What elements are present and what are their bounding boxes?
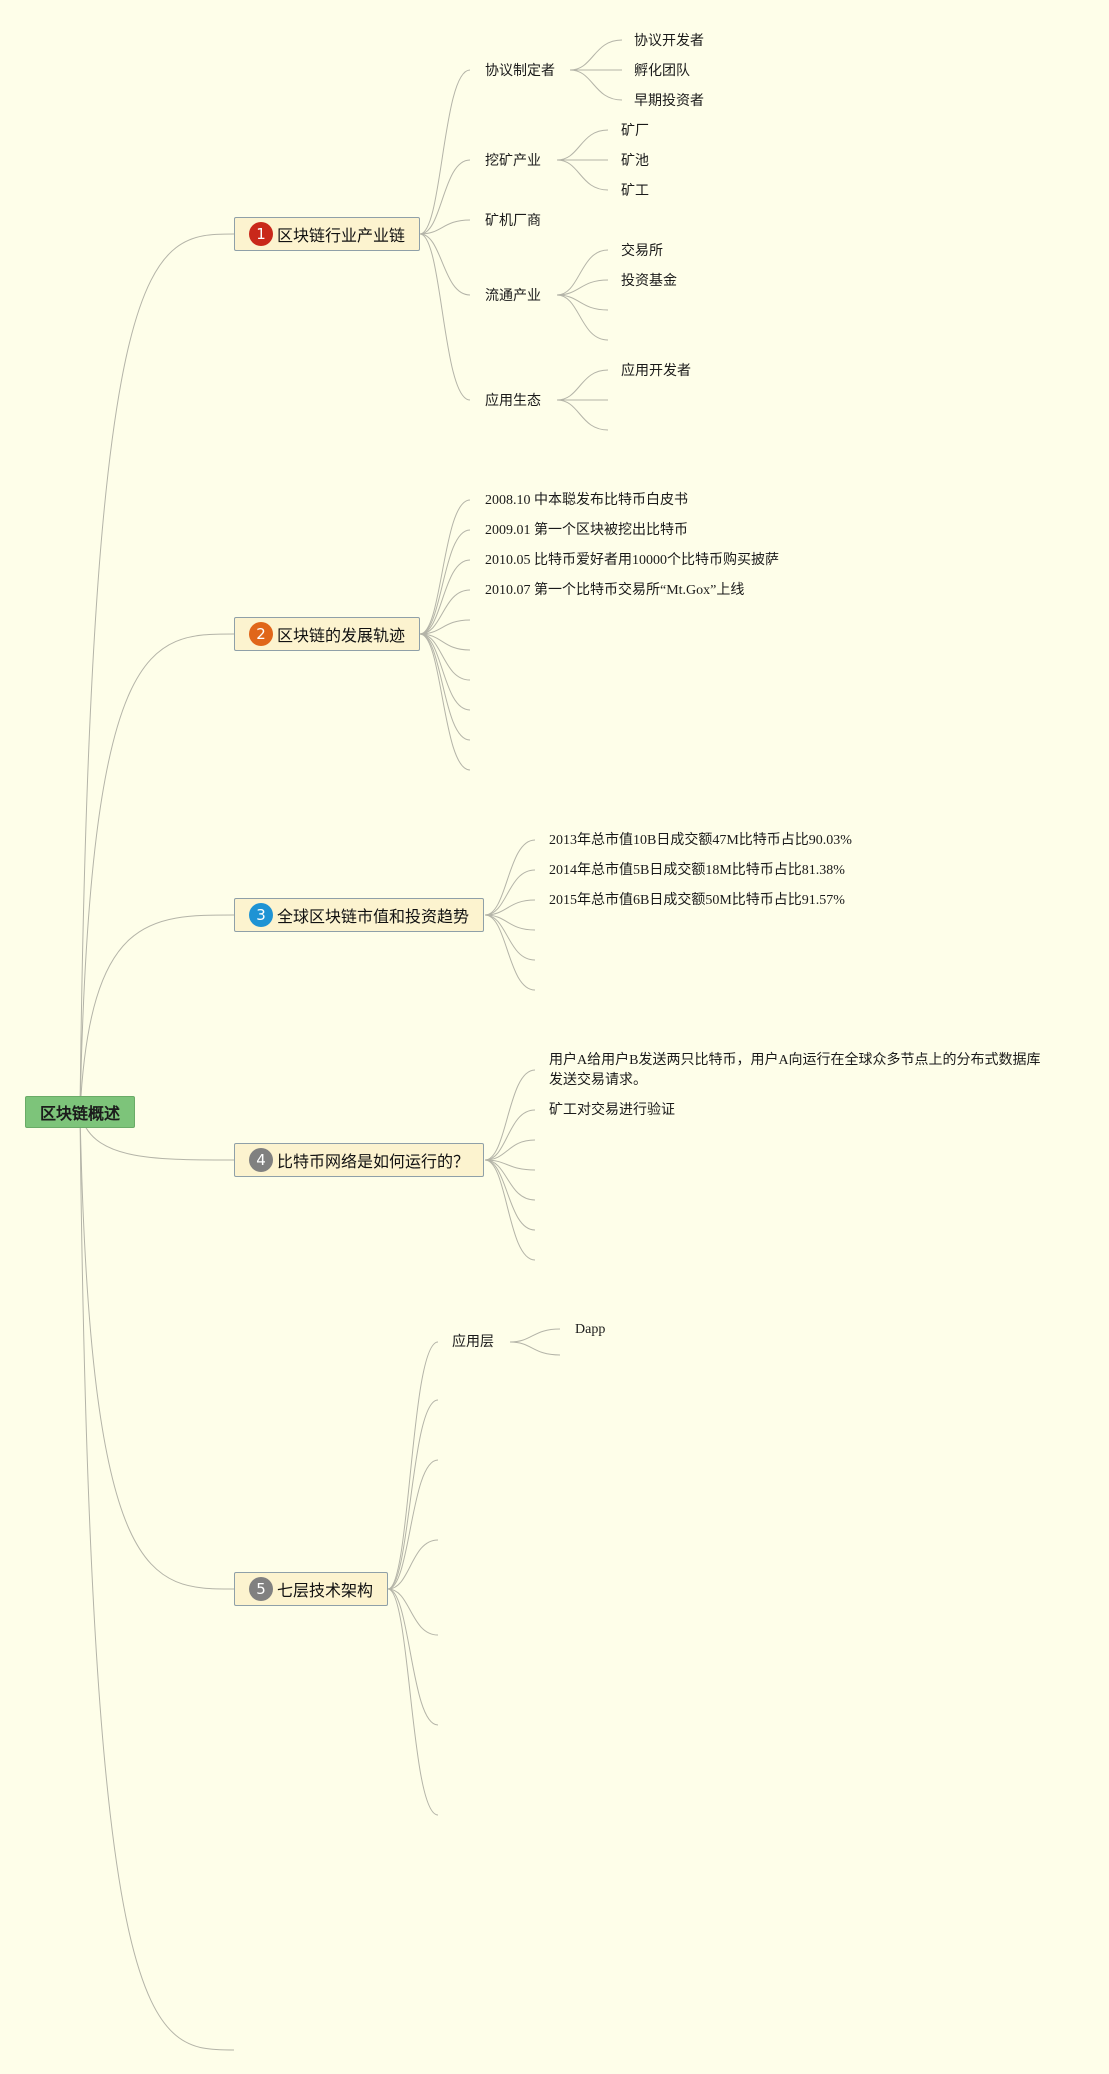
connector-line xyxy=(484,869,536,916)
subtopic-miner[interactable]: 矿工 xyxy=(621,183,649,199)
connector-line xyxy=(484,1159,536,1201)
priority-5-marker-icon: 5 xyxy=(249,1577,273,1601)
priority-1-marker-icon: 1 xyxy=(249,222,273,246)
subtopic-protocol-makers[interactable]: 协议制定者 xyxy=(485,63,555,79)
branch-topic-2[interactable]: 2 区块链的发展轨迹 xyxy=(234,617,421,651)
connector-line xyxy=(419,633,471,771)
connector-line xyxy=(387,1341,439,1590)
bitcoin-network-step[interactable]: 用户A给用户B发送两只比特币，用户A向运行在全球众多节点上的分布式数据库发送交易… xyxy=(549,1053,1041,1088)
connector-line xyxy=(387,1588,439,1726)
connector-line xyxy=(419,589,471,635)
timeline-item[interactable]: 2010.05 比特币爱好者用10000个比特币购买披萨 xyxy=(485,553,779,568)
connector-line xyxy=(484,1159,536,1261)
connector-line xyxy=(556,279,609,296)
root-topic[interactable]: 区块链概述 xyxy=(25,1096,135,1128)
connector-line xyxy=(419,559,471,635)
connector-line xyxy=(484,839,536,916)
connector-line xyxy=(509,1328,561,1343)
timeline-item[interactable]: 2010.07 第一个比特币交易所“Mt.Gox”上线 xyxy=(485,583,745,598)
connector-line xyxy=(556,399,609,431)
connector-line xyxy=(556,294,609,311)
connector-line xyxy=(569,39,623,71)
connector-line xyxy=(79,1111,235,2051)
subtopic-early-investors[interactable]: 早期投资者 xyxy=(634,93,704,109)
connector-line xyxy=(387,1459,439,1590)
subtopic-circulation-industry[interactable]: 流通产业 xyxy=(485,288,541,304)
subtopic-app-ecosystem[interactable]: 应用生态 xyxy=(485,393,541,409)
connector-line xyxy=(419,219,471,235)
connector-line xyxy=(419,633,471,711)
connector-line xyxy=(387,1588,439,1816)
subtopic-mining-pool[interactable]: 矿池 xyxy=(621,153,649,169)
subtopic-protocol-developers[interactable]: 协议开发者 xyxy=(634,33,704,49)
connector-line xyxy=(484,1109,536,1161)
priority-2-marker-icon: 2 xyxy=(249,622,273,646)
connector-line xyxy=(387,1539,439,1590)
subtopic-dapp[interactable]: Dapp xyxy=(575,1322,606,1337)
subtopic-mining-farm[interactable]: 矿厂 xyxy=(621,123,649,139)
connector-line xyxy=(419,633,471,651)
branch-topic-5[interactable]: 5 七层技术架构 xyxy=(234,1572,389,1606)
connector-line xyxy=(484,1069,536,1161)
connector-line xyxy=(419,69,471,235)
connector-line xyxy=(569,69,623,101)
connector-line xyxy=(419,233,471,296)
connector-line xyxy=(79,233,235,1113)
connector-line xyxy=(556,129,609,161)
connector-line xyxy=(79,1111,235,1590)
subtopic-application-layer[interactable]: 应用层 xyxy=(452,1334,494,1350)
timeline-item[interactable]: 2009.01 第一个区块被挖出比特币 xyxy=(485,523,688,538)
subtopic-exchange[interactable]: 交易所 xyxy=(621,243,663,259)
subtopic-mining-industry[interactable]: 挖矿产业 xyxy=(485,153,541,169)
connector-line xyxy=(484,914,536,931)
connector-line xyxy=(387,1399,439,1590)
connector-line xyxy=(419,529,471,635)
connector-line xyxy=(79,914,235,1113)
branch-topic-1[interactable]: 1 区块链行业产业链 xyxy=(234,217,421,251)
connector-line xyxy=(556,369,609,401)
connector-line xyxy=(556,159,609,191)
connector-line xyxy=(484,1139,536,1161)
connector-line xyxy=(509,1341,561,1356)
subtopic-investment-fund[interactable]: 投资基金 xyxy=(621,273,677,289)
branch-topic-4[interactable]: 4 比特币网络是如何运行的？ xyxy=(234,1143,485,1177)
connector-line xyxy=(387,1588,439,1636)
connector-line xyxy=(484,1159,536,1231)
root-topic-label: 区块链概述 xyxy=(39,1104,120,1123)
connector-line xyxy=(419,633,471,681)
subtopic-incubation-team[interactable]: 孵化团队 xyxy=(634,63,690,79)
market-trend-item[interactable]: 2014年总市值5B日成交额18M比特币占比81.38% xyxy=(549,863,845,878)
branch-topic-2-label: 区块链的发展轨迹 xyxy=(277,626,406,645)
connector-line xyxy=(419,499,471,635)
subtopic-app-developers[interactable]: 应用开发者 xyxy=(621,363,691,379)
market-trend-item[interactable]: 2013年总市值10B日成交额47M比特币占比90.03% xyxy=(549,833,852,848)
market-trend-item[interactable]: 2015年总市值6B日成交额50M比特币占比91.57% xyxy=(549,893,845,908)
branch-topic-4-label: 比特币网络是如何运行的？ xyxy=(277,1152,470,1171)
branch-topic-5-label: 七层技术架构 xyxy=(277,1581,374,1600)
priority-3-marker-icon: 3 xyxy=(249,903,273,927)
branch-topic-3-label: 全球区块链市值和投资趋势 xyxy=(277,907,470,926)
connector-line xyxy=(484,914,536,991)
connector-line xyxy=(484,899,536,916)
connector-line xyxy=(556,249,609,296)
timeline-item[interactable]: 2008.10 中本聪发布比特币白皮书 xyxy=(485,493,688,508)
subtopic-mining-rig-makers[interactable]: 矿机厂商 xyxy=(485,213,541,229)
connector-line xyxy=(556,294,609,341)
connector-line xyxy=(419,233,471,401)
connector-line xyxy=(79,633,235,1113)
branch-topic-3[interactable]: 3 全球区块链市值和投资趋势 xyxy=(234,898,485,932)
priority-4-marker-icon: 4 xyxy=(249,1148,273,1172)
branch-topic-1-label: 区块链行业产业链 xyxy=(277,226,406,245)
bitcoin-network-step[interactable]: 矿工对交易进行验证 xyxy=(549,1103,675,1118)
connector-line xyxy=(419,619,471,635)
connector-line xyxy=(484,914,536,961)
connector-line xyxy=(419,159,471,235)
